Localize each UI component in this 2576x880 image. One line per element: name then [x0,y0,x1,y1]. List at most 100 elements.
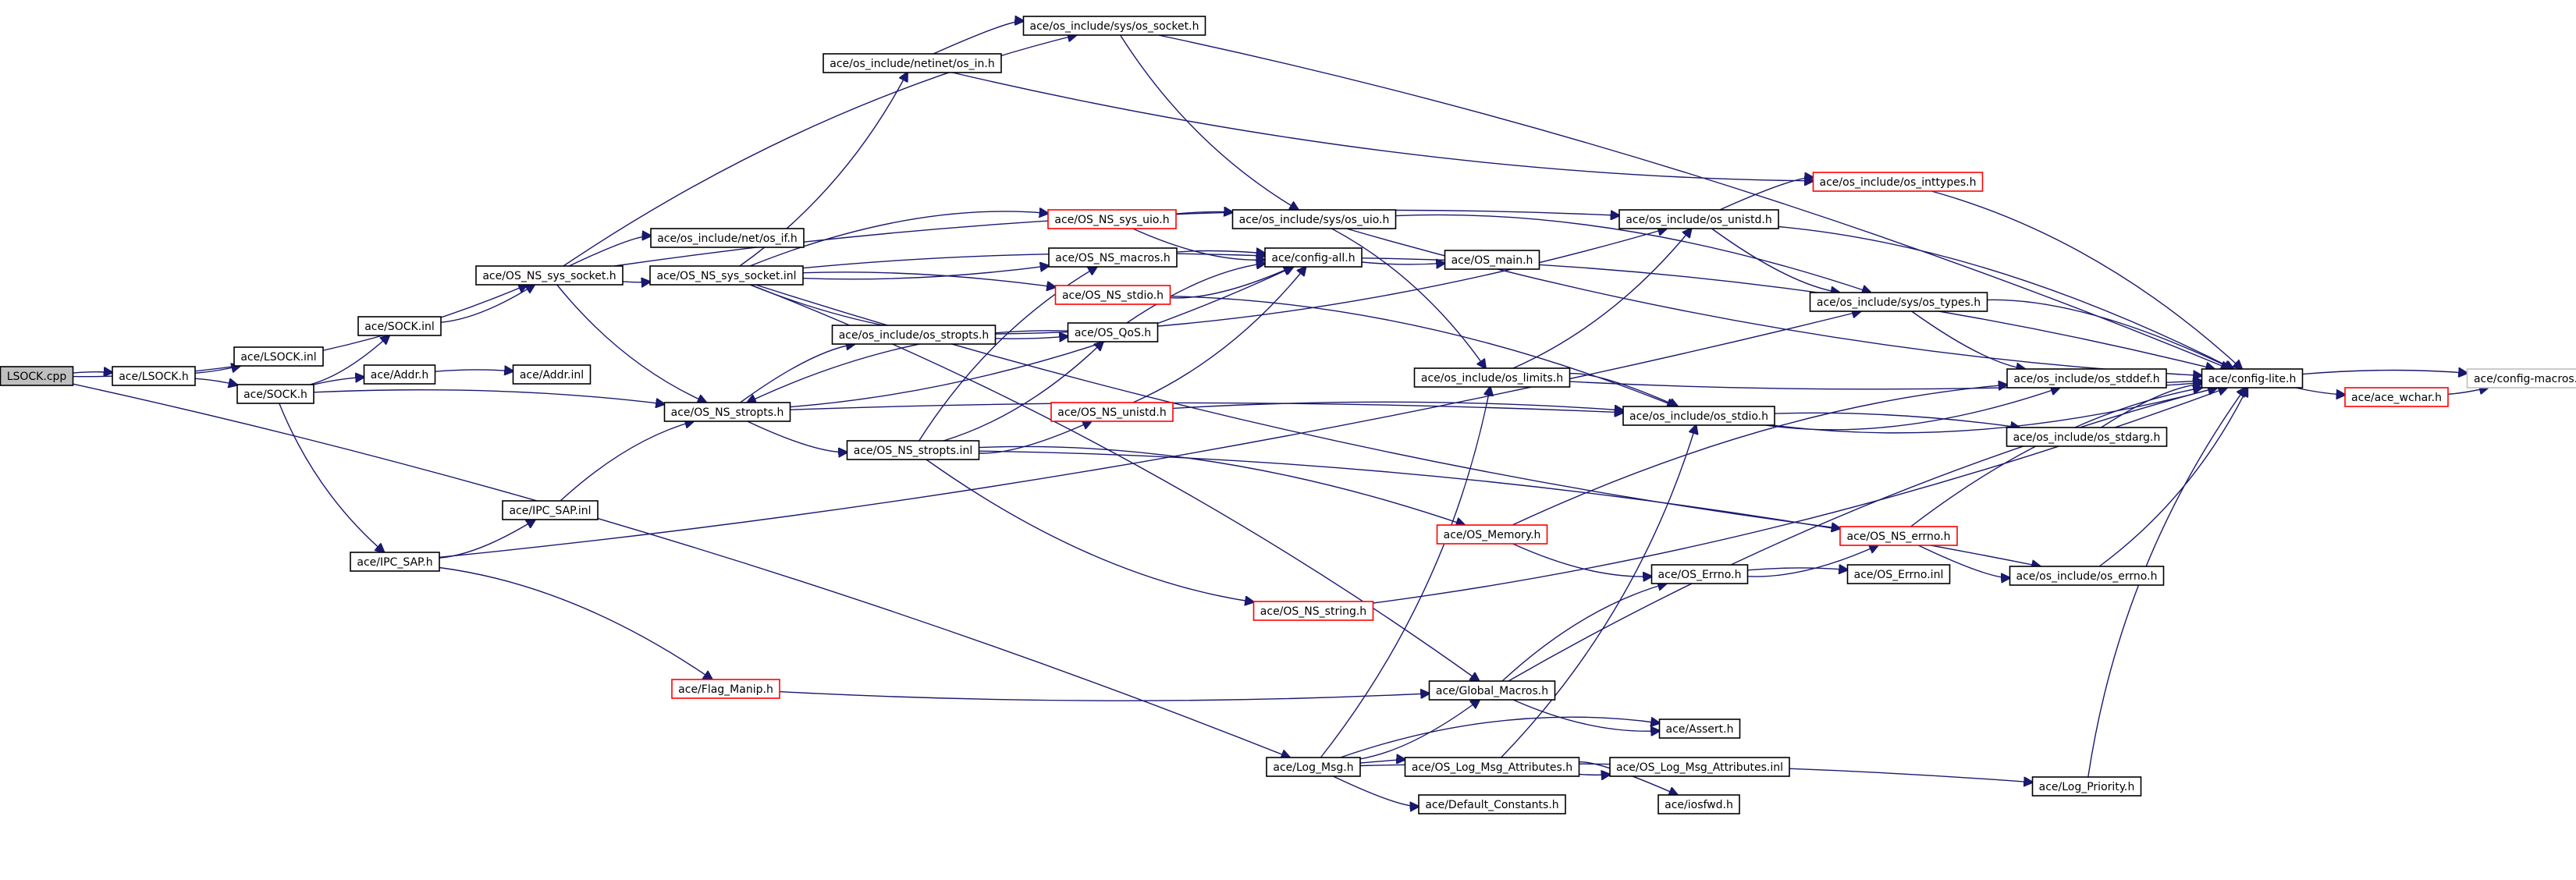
node-box[interactable] [831,325,997,345]
node-ace-log-msg-h[interactable]: ace/Log_Msg.h [1266,757,1361,777]
node-box[interactable] [2344,387,2449,407]
node-ace-sock-inl[interactable]: ace/SOCK.inl [357,316,442,336]
node-ace-log-priority-h[interactable]: ace/Log_Priority.h [2031,776,2142,797]
node-box[interactable] [1658,794,1740,814]
node-box[interactable] [512,364,592,385]
node-box[interactable] [363,364,436,385]
node-ace-ace-wchar-h[interactable]: ace/ace_wchar.h [2344,387,2449,407]
node-box[interactable] [846,440,980,460]
node-ace-lsock-inl[interactable]: ace/LSOCK.inl [233,346,324,367]
node-box[interactable] [663,402,791,422]
node-box[interactable] [1054,285,1171,305]
node-box[interactable] [1812,172,1984,192]
node-box[interactable] [1264,247,1363,268]
node-ace-flag-manip-h[interactable]: ace/Flag_Manip.h [671,679,780,699]
node-ace-config-macros-h[interactable]: ace/config-macros.h [2466,368,2576,389]
node-ace-os-log-msg-attributes-h[interactable]: ace/OS_Log_Msg_Attributes.h [1404,757,1580,777]
node-box[interactable] [1050,402,1174,422]
node-ace-os-ns-stropts-h[interactable]: ace/OS_NS_stropts.h [663,402,791,422]
node-ace-os-memory-h[interactable]: ace/OS_Memory.h [1436,524,1548,545]
node-box[interactable] [502,500,599,520]
node-box[interactable] [2006,368,2167,389]
node-box[interactable] [2466,368,2576,389]
node-box[interactable] [1413,367,1571,388]
node-box[interactable] [2201,368,2304,389]
node-box[interactable] [671,679,780,699]
node-box[interactable] [350,552,440,572]
node-box[interactable] [1809,292,1988,312]
node-box[interactable] [2009,566,2165,586]
node-ace-os-include-sys-os-socket-h[interactable]: ace/os_include/sys/os_socket.h [1022,16,1206,36]
node-ace-os-include-os-unistd-h[interactable]: ace/os_include/os_unistd.h [1618,209,1779,229]
node-ace-os-include-net-os-if-h[interactable]: ace/os_include/net/os_if.h [650,228,805,248]
node-ace-os-include-sys-os-types-h[interactable]: ace/os_include/sys/os_types.h [1809,292,1988,312]
node-box[interactable] [1650,564,1749,584]
node-ace-ipc-sap-inl[interactable]: ace/IPC_SAP.inl [502,500,599,520]
node-ace-os-include-os-stdio-h[interactable]: ace/os_include/os_stdio.h [1622,406,1775,426]
node-ace-lsock-h[interactable]: ace/LSOCK.h [112,366,196,386]
node-box[interactable] [357,316,442,336]
node-box[interactable] [475,265,624,286]
node-box[interactable] [1622,406,1775,426]
node-box[interactable] [1436,524,1548,545]
node-ace-os-include-netinet-os-in-h[interactable]: ace/os_include/netinet/os_in.h [823,53,1002,73]
node-ace-os-ns-sys-socket-inl[interactable]: ace/OS_NS_sys_socket.inl [649,265,804,286]
node-box[interactable] [233,346,324,367]
node-ace-os-main-h[interactable]: ace/OS_main.h [1444,250,1540,270]
node-ace-config-all-h[interactable]: ace/config-all.h [1264,247,1363,268]
node-box[interactable] [1658,719,1741,739]
node-ace-os-ns-string-h[interactable]: ace/OS_NS_string.h [1252,601,1374,621]
node-box[interactable] [1418,794,1566,814]
node-ace-addr-h[interactable]: ace/Addr.h [363,364,436,385]
node-ace-global-macros-h[interactable]: ace/Global_Macros.h [1428,680,1556,701]
node-box[interactable] [1618,209,1779,229]
node-ace-os-include-os-stdarg-h[interactable]: ace/os_include/os_stdarg.h [2006,427,2168,447]
node-box[interactable] [112,366,196,386]
node-box[interactable] [1444,250,1540,270]
node-lsock-cpp[interactable]: LSOCK.cpp [0,366,74,386]
node-ace-os-errno-inl[interactable]: ace/OS_Errno.inl [1846,564,1951,584]
node-ace-default-constants-h[interactable]: ace/Default_Constants.h [1418,794,1566,814]
node-ace-assert-h[interactable]: ace/Assert.h [1658,719,1741,739]
node-ace-sock-h[interactable]: ace/SOCK.h [236,384,314,404]
node-ace-os-ns-sys-uio-h[interactable]: ace/OS_NS_sys_uio.h [1047,209,1177,229]
node-ace-os-qos-h[interactable]: ace/OS_QoS.h [1067,322,1159,342]
node-box[interactable] [1231,209,1397,229]
node-box[interactable] [1047,209,1177,229]
node-ace-os-include-os-stropts-h[interactable]: ace/os_include/os_stropts.h [831,325,997,345]
node-box[interactable] [1839,526,1958,546]
node-ace-os-include-os-inttypes-h[interactable]: ace/os_include/os_inttypes.h [1812,172,1984,192]
node-ace-os-include-sys-os-uio-h[interactable]: ace/os_include/sys/os_uio.h [1231,209,1397,229]
node-ace-iosfwd-h[interactable]: ace/iosfwd.h [1658,794,1740,814]
node-box[interactable] [2031,776,2142,797]
node-box[interactable] [1022,16,1206,36]
node-ace-os-include-os-stddef-h[interactable]: ace/os_include/os_stddef.h [2006,368,2167,389]
node-box[interactable] [1846,564,1951,584]
node-ace-config-lite-h[interactable]: ace/config-lite.h [2201,368,2304,389]
node-box[interactable] [650,228,805,248]
node-ace-addr-inl[interactable]: ace/Addr.inl [512,364,592,385]
node-box[interactable] [2006,427,2168,447]
node-ace-os-ns-stropts-inl[interactable]: ace/OS_NS_stropts.inl [846,440,980,460]
node-ace-ipc-sap-h[interactable]: ace/IPC_SAP.h [350,552,440,572]
node-ace-os-log-msg-attributes-inl[interactable]: ace/OS_Log_Msg_Attributes.inl [1609,757,1790,777]
node-box[interactable] [1067,322,1159,342]
node-box[interactable] [823,53,1002,73]
node-ace-os-ns-errno-h[interactable]: ace/OS_NS_errno.h [1839,526,1958,546]
node-ace-os-ns-unistd-h[interactable]: ace/OS_NS_unistd.h [1050,402,1174,422]
node-ace-os-include-os-limits-h[interactable]: ace/os_include/os_limits.h [1413,367,1571,388]
node-ace-os-include-os-errno-h[interactable]: ace/os_include/os_errno.h [2009,566,2165,586]
node-box[interactable] [1404,757,1580,777]
node-ace-os-ns-macros-h[interactable]: ace/OS_NS_macros.h [1048,247,1178,268]
node-box[interactable] [649,265,804,286]
node-ace-os-ns-stdio-h[interactable]: ace/OS_NS_stdio.h [1054,285,1171,305]
node-box[interactable] [236,384,314,404]
node-box[interactable] [1428,680,1556,701]
node-box[interactable] [1252,601,1374,621]
node-box[interactable] [1048,247,1178,268]
node-ace-os-errno-h[interactable]: ace/OS_Errno.h [1650,564,1749,584]
node-box[interactable] [0,366,74,386]
node-box[interactable] [1609,757,1790,777]
node-box[interactable] [1266,757,1361,777]
node-ace-os-ns-sys-socket-h[interactable]: ace/OS_NS_sys_socket.h [475,265,624,286]
